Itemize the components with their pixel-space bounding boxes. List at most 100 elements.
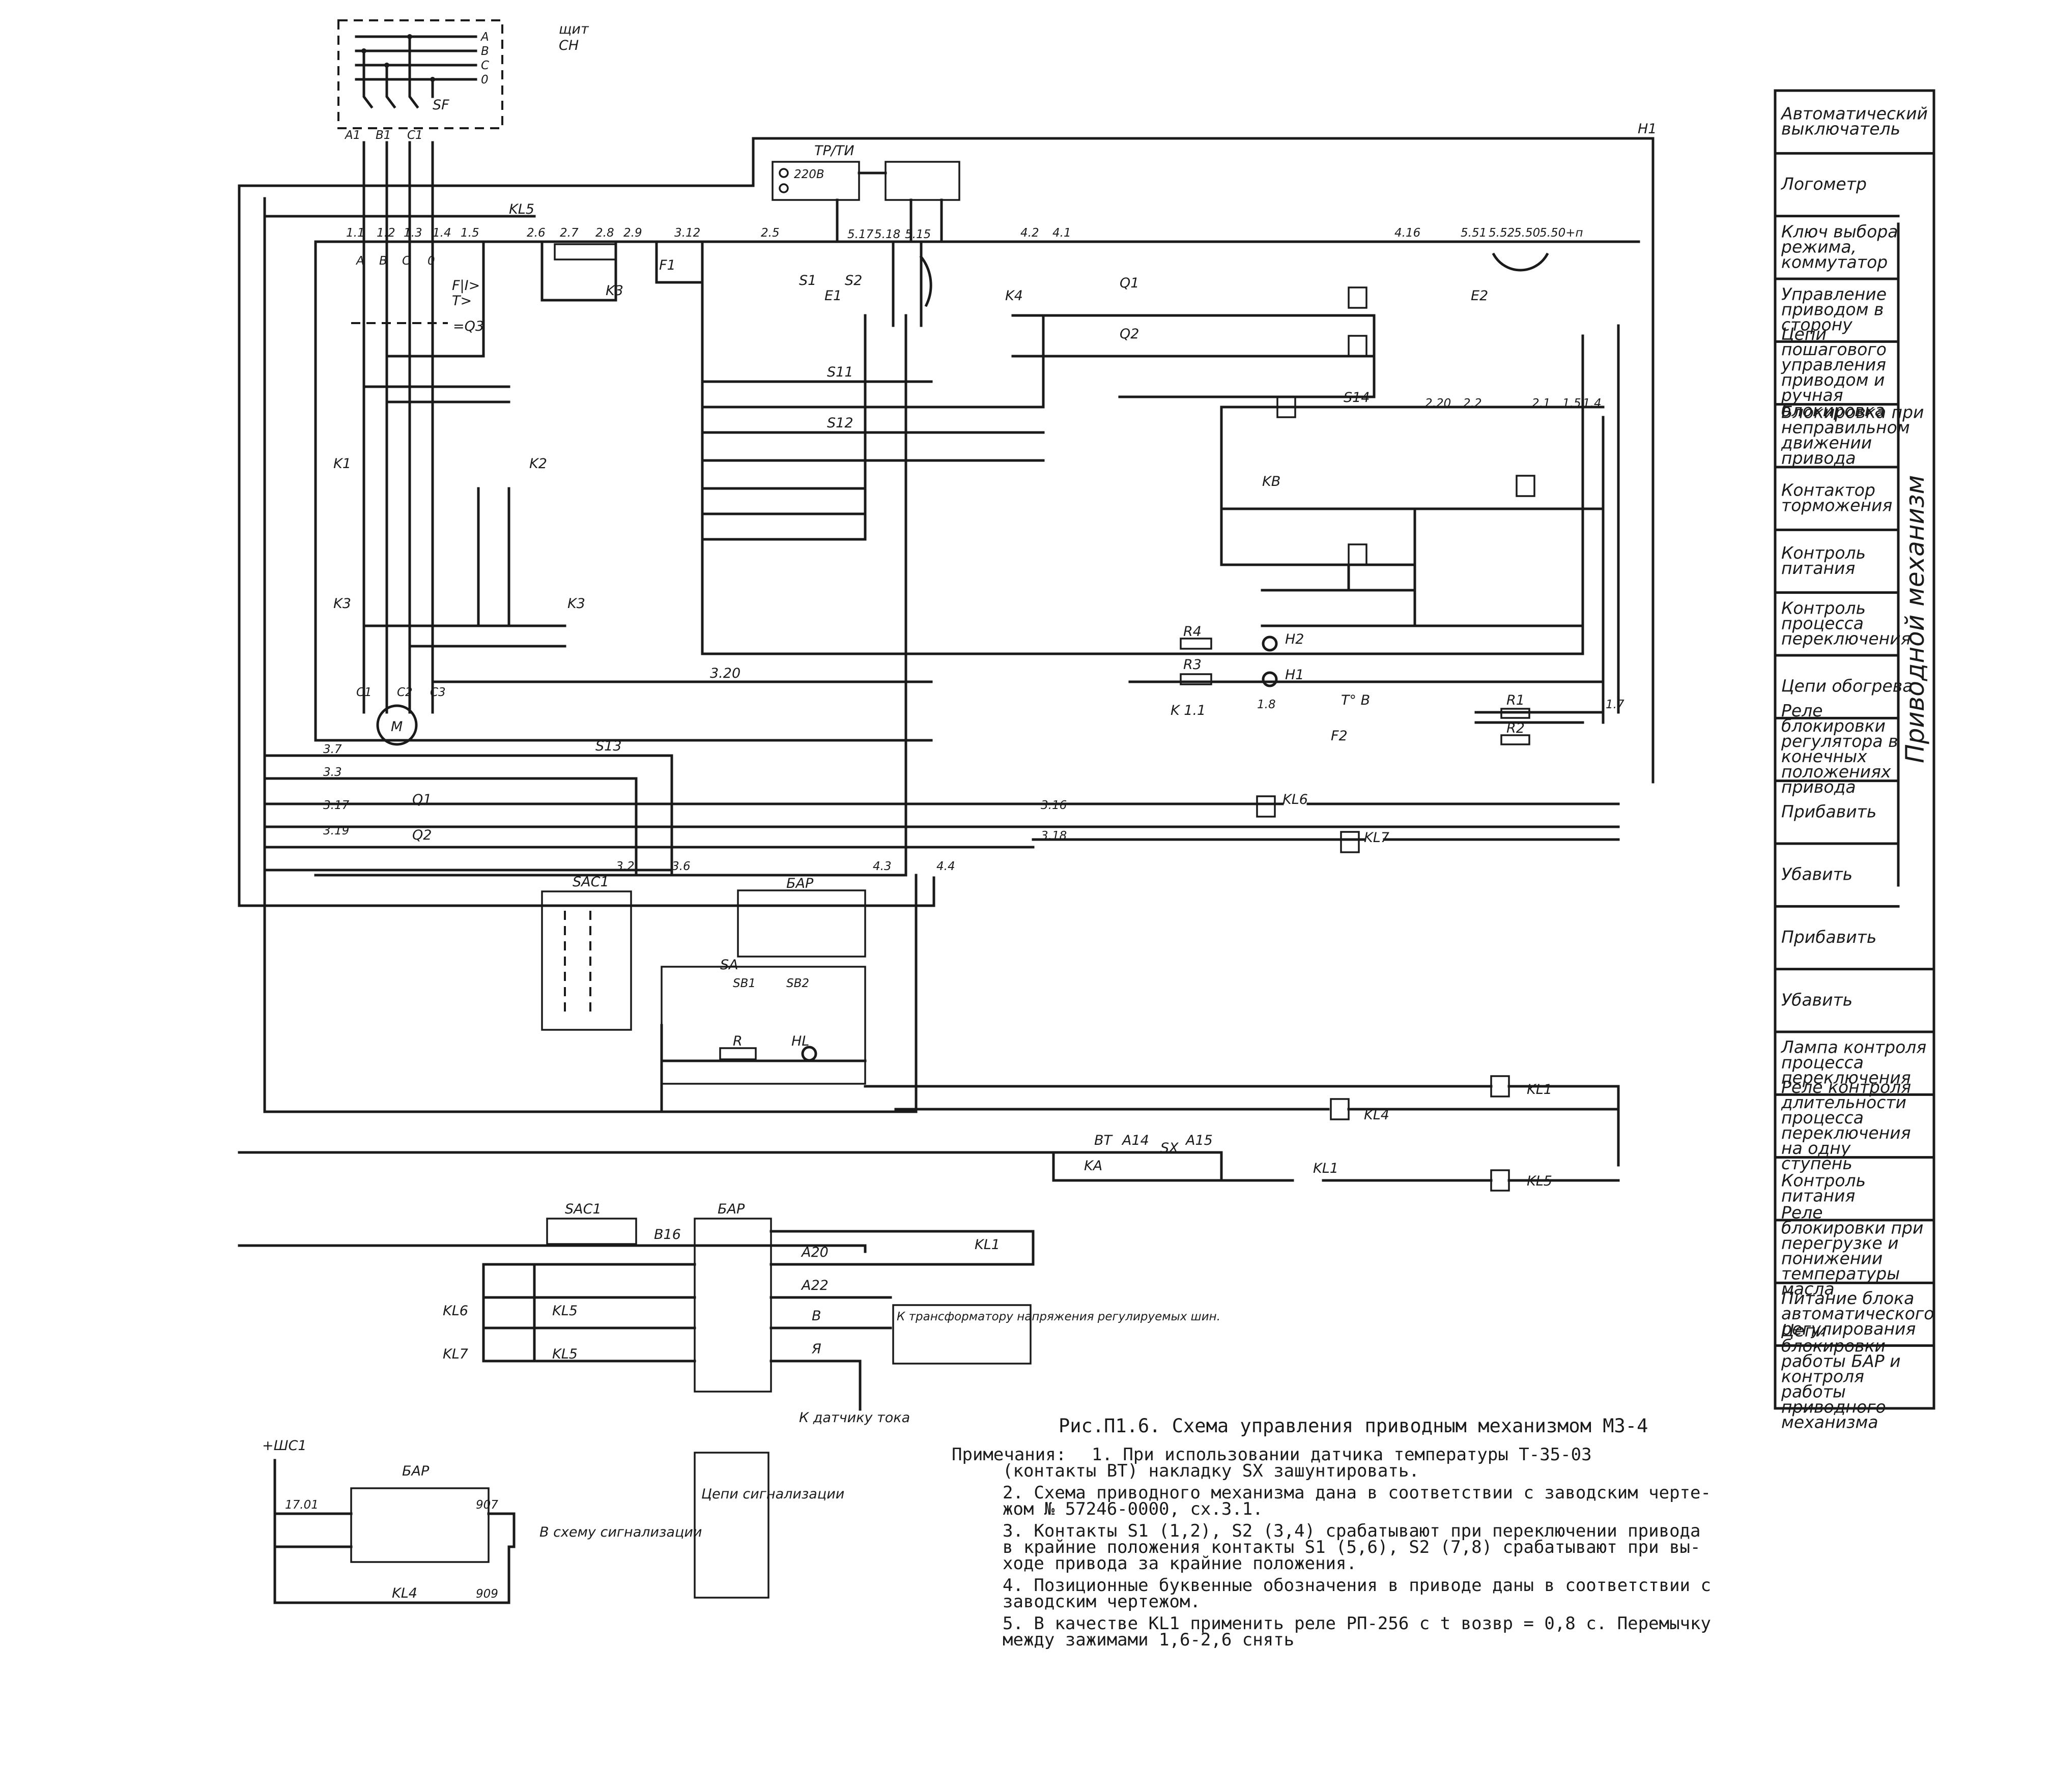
control-logic: S1 S2 S11 S12 K4 Q1 Q2 S14 R1 R2 R3 R4 H… <box>701 240 1624 877</box>
svg-text:3.7: 3.7 <box>323 743 342 756</box>
svg-text:5. В качестве KL1 применить ре: 5. В качестве KL1 применить реле РП-256 … <box>1003 1613 1711 1634</box>
svg-text:5.50+п: 5.50+п <box>1539 226 1583 240</box>
k3-label-b: K3 <box>567 596 585 612</box>
svg-text:5.50: 5.50 <box>1514 226 1540 240</box>
svg-text:K3: K3 <box>606 283 623 299</box>
to-transformer: К трансформатору напряжения регулируемых… <box>897 1310 1220 1323</box>
svg-text:3.3: 3.3 <box>323 766 342 779</box>
blocking-rows: S13 Q1 Q2 KL6 KL7 3.7 3.3 3.17 3.19 3.16… <box>263 738 1620 877</box>
svg-text:KL4: KL4 <box>1364 1107 1389 1123</box>
svg-text:A: A <box>355 254 364 268</box>
svg-text:ВТ: ВТ <box>1094 1133 1114 1148</box>
svg-text:3.12: 3.12 <box>674 226 700 240</box>
shield-sn: A B C 0 щит СН SF <box>337 19 589 129</box>
svg-text:S1: S1 <box>799 273 816 288</box>
svg-text:3.2: 3.2 <box>616 860 635 873</box>
svg-text:H1: H1 <box>1285 667 1304 683</box>
svg-text:БАР: БАР <box>402 1463 430 1479</box>
svg-text:KL7: KL7 <box>1364 830 1389 846</box>
svg-text:C1: C1 <box>356 686 372 699</box>
svg-text:А20: А20 <box>801 1245 829 1260</box>
svg-text:БАР: БАР <box>718 1201 745 1217</box>
svg-text:HL: HL <box>791 1033 809 1049</box>
svg-text:SB2: SB2 <box>786 977 809 990</box>
breaker-sf-label: SF <box>433 97 449 113</box>
svg-text:B: B <box>379 254 387 268</box>
svg-text:3.17: 3.17 <box>323 799 350 812</box>
svg-text:2.2: 2.2 <box>1463 397 1482 410</box>
svg-text:1.4: 1.4 <box>433 226 451 240</box>
svg-text:4.3: 4.3 <box>873 860 892 873</box>
svg-text:KL5: KL5 <box>552 1303 578 1319</box>
side-row-9: Цепи обогрева <box>1781 676 1913 696</box>
svg-text:K 1.1: K 1.1 <box>1171 703 1206 718</box>
svg-text:S2: S2 <box>845 273 862 288</box>
svg-text:1.5: 1.5 <box>1562 397 1581 410</box>
svg-text:907: 907 <box>476 1498 498 1512</box>
svg-text:S14: S14 <box>1344 390 1370 406</box>
svg-text:S11: S11 <box>827 364 853 380</box>
svg-text:БАР: БАР <box>786 876 814 891</box>
svg-text:R: R <box>733 1033 743 1049</box>
notes-header: Примечания: <box>952 1444 1066 1465</box>
svg-text:3.6: 3.6 <box>672 860 691 873</box>
svg-text:5.15: 5.15 <box>905 228 931 241</box>
svg-text:5.18: 5.18 <box>874 228 900 241</box>
svg-text:KL7: KL7 <box>443 1346 468 1362</box>
svg-text:В: В <box>812 1308 821 1324</box>
svg-text:K4: K4 <box>1005 288 1023 304</box>
svg-text:жом № 57246-0000, сх.3.1.: жом № 57246-0000, сх.3.1. <box>1003 1499 1263 1519</box>
motor: M C1 C2 C3 <box>356 686 446 746</box>
svg-text:Q2: Q2 <box>412 827 432 843</box>
svg-text:1.7: 1.7 <box>1606 698 1624 711</box>
svg-text:17.01: 17.01 <box>285 1498 319 1512</box>
svg-text:S13: S13 <box>595 738 622 754</box>
svg-text:KL5: KL5 <box>1527 1173 1552 1189</box>
svg-text:3.18: 3.18 <box>1041 829 1067 843</box>
side-row-12: Убавить <box>1781 864 1852 884</box>
svg-text:C3: C3 <box>430 686 446 699</box>
svg-text:S12: S12 <box>827 415 853 431</box>
svg-text:R1: R1 <box>1506 692 1525 708</box>
svg-text:5.52: 5.52 <box>1489 226 1515 240</box>
svg-text:+ШС1: +ШС1 <box>262 1438 307 1454</box>
svg-text:R2: R2 <box>1506 720 1525 736</box>
protection: F|I> T> =Q3 KL5 K3 F1 E1 E2 <box>351 201 1549 334</box>
svg-text:4.2: 4.2 <box>1020 226 1039 240</box>
svg-text:SAC1: SAC1 <box>573 874 609 890</box>
k2-label: K2 <box>529 456 547 472</box>
svg-text:В16: В16 <box>654 1227 681 1242</box>
svg-text:5.51: 5.51 <box>1461 226 1487 240</box>
phase-a: A <box>480 31 489 44</box>
svg-text:1.2: 1.2 <box>377 226 395 240</box>
shield-sub: СН <box>559 38 579 53</box>
svg-text:KB: KB <box>1262 474 1280 489</box>
svg-text:H2: H2 <box>1285 631 1304 647</box>
side-row-14: Убавить <box>1781 990 1852 1009</box>
svg-text:KL5: KL5 <box>552 1346 578 1362</box>
svg-text:=Q3: =Q3 <box>453 319 484 334</box>
figure-caption: Рис.П1.6. Схема управления приводным мех… <box>1059 1415 1648 1437</box>
svg-text:4.4: 4.4 <box>936 860 955 873</box>
svg-text:T>: T> <box>452 293 472 309</box>
svg-text:B1: B1 <box>376 129 391 142</box>
svg-text:F2: F2 <box>1331 728 1348 744</box>
svg-text:А14: А14 <box>1121 1133 1149 1148</box>
svg-text:F|I>: F|I> <box>452 278 480 294</box>
svg-text:3.19: 3.19 <box>323 824 349 837</box>
svg-text:R4: R4 <box>1183 624 1202 640</box>
svg-text:KL1: KL1 <box>1313 1161 1338 1176</box>
svg-text:1. При использовании датчика т: 1. При использовании датчика температуры… <box>1092 1444 1592 1465</box>
svg-text:2.9: 2.9 <box>623 226 642 240</box>
svg-text:(контакты ВТ) накладку SX зашу: (контакты ВТ) накладку SX зашунтировать. <box>1003 1461 1419 1481</box>
svg-text:M: M <box>391 719 403 735</box>
svg-text:2.6: 2.6 <box>527 226 546 240</box>
